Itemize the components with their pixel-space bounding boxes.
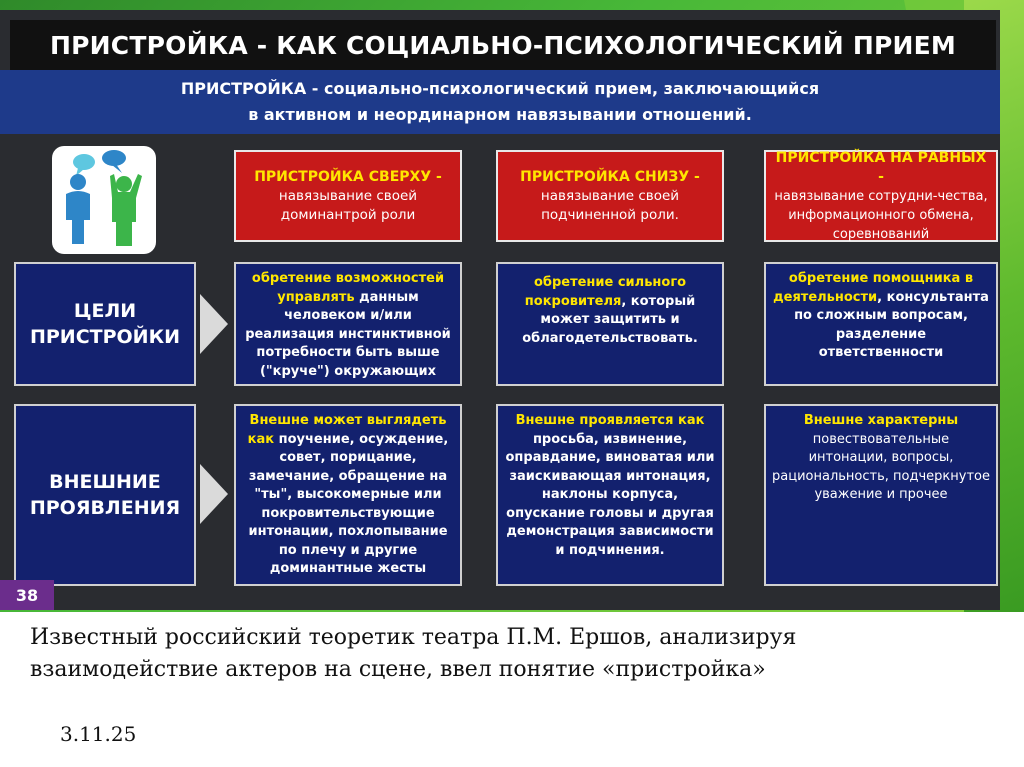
manifestation-equal-text: повествовательные интонации, вопросы, ра… [772, 431, 990, 503]
manifestation-above-text: поучение, осуждение, совет, порицание, з… [248, 431, 449, 577]
arrow-right-icon [200, 464, 228, 524]
goal-below-highlight: обретение сильного покровителя [524, 275, 687, 309]
manifestation-equal-highlight: Внешне характерны [803, 413, 959, 428]
goal-below-text: , который может защитить и облагодетельс… [522, 293, 698, 346]
header-from-below-title: ПРИСТРОЙКА СНИЗУ - [520, 168, 700, 185]
manifestation-below-highlight: Внешне проявляется как [515, 413, 705, 428]
definition-line-1: ПРИСТРОЙКА - социально-психологический п… [181, 76, 819, 102]
definition-bar: ПРИСТРОЙКА - социально-психологический п… [0, 70, 1000, 134]
header-from-above-text: навязывание своей доминантрой роли [278, 187, 418, 223]
goal-cell-above: обретение возможностей управлять данным … [234, 262, 462, 386]
manifestation-above-highlight: Внешне может выглядеть как [247, 413, 447, 447]
goal-cell-below: обретение сильного покровителя, который … [496, 262, 724, 386]
row-label-goals-line-2: ПРИСТРОЙКИ [29, 326, 181, 348]
manifestation-cell-equal: Внешне характерны повествовательные инто… [764, 404, 998, 586]
goal-cell-equal: обретение помощника в деятельности, конс… [764, 262, 998, 386]
row-label-manifestations-line-1: ВНЕШНИЕ [49, 471, 161, 493]
row-label-goals: ЦЕЛИ ПРИСТРОЙКИ [14, 262, 196, 386]
manifestation-cell-above: Внешне может выглядеть как поучение, осу… [234, 404, 462, 586]
goal-above-text: данным человеком и/или реализация инстин… [245, 289, 451, 379]
header-from-below: ПРИСТРОЙКА СНИЗУ - навязывание своей под… [496, 150, 724, 242]
definition-line1-rest: - социально-психологический прием, заклю… [306, 79, 820, 98]
caption-text: Известный российский теоретик театра П.М… [30, 625, 797, 682]
arrow-right-icon [200, 294, 228, 354]
header-from-above: ПРИСТРОЙКА СВЕРХУ - навязывание своей до… [234, 150, 462, 242]
date-text: 3.11.25 [60, 722, 137, 746]
header-equal-text: навязывание сотрудни-чества, информацион… [774, 188, 988, 242]
manifestation-cell-below: Внешне проявляется как просьба, извинени… [496, 404, 724, 586]
header-equal: ПРИСТРОЙКА НА РАВНЫХ - навязывание сотру… [764, 150, 998, 242]
row-label-manifestations: ВНЕШНИЕ ПРОЯВЛЕНИЯ [14, 404, 196, 586]
row-label-goals-line-1: ЦЕЛИ [73, 300, 137, 322]
goal-equal-highlight: обретение помощника в деятельности [773, 271, 974, 305]
row-label-manifestations-line-2: ПРОЯВЛЕНИЯ [29, 497, 181, 519]
definition-line-2: в активном и неординарном навязывании от… [248, 105, 752, 124]
header-from-above-title: ПРИСТРОЙКА СВЕРХУ - [254, 168, 442, 185]
header-from-below-text: навязывание своей подчиненной роли. [540, 187, 680, 223]
manifestation-below-text: просьба, извинение, оправдание, виновата… [505, 431, 715, 558]
goal-above-highlight: обретение возможностей управлять [251, 271, 445, 305]
page-number-badge: 38 [0, 580, 54, 610]
people-talking-icon [52, 146, 156, 254]
slide-title: ПРИСТРОЙКА - КАК СОЦИАЛЬНО-ПСИХОЛОГИЧЕСК… [10, 20, 996, 70]
definition-term: ПРИСТРОЙКА [180, 79, 307, 98]
header-equal-title: ПРИСТРОЙКА НА РАВНЫХ - [775, 149, 987, 185]
goal-equal-text: , консультанта по сложным вопросам, разд… [794, 289, 989, 361]
